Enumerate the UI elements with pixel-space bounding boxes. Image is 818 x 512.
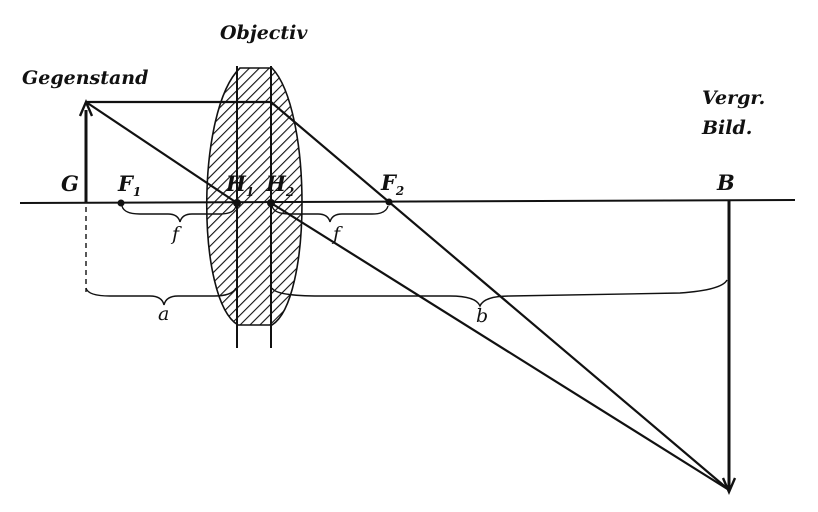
principal-point-1-dot (233, 199, 241, 207)
focal-point-1-dot (117, 199, 125, 207)
optical-axis (19, 199, 796, 204)
principal-point-2-dot (267, 199, 275, 207)
image-label-line2: Bild. (701, 117, 752, 139)
focal-point-2-label: F2 (380, 170, 404, 198)
focal-length-right-brace (271, 205, 389, 223)
focal-length-left-label: f (170, 223, 182, 245)
object-distance-brace (85, 287, 237, 306)
ray-to-principal-point (85, 101, 238, 204)
focal-length-left-brace (121, 205, 237, 223)
image-distance-brace (271, 279, 728, 308)
image-point-label: B (716, 170, 735, 195)
object-point-label: G (61, 171, 79, 196)
focal-point-2-dot (385, 198, 393, 206)
object-label: Gegenstand (22, 67, 148, 89)
principal-point-2-label: H2 (265, 171, 294, 199)
image-label-line1: Vergr. (702, 87, 765, 109)
ray-from-principal-point (270, 202, 730, 491)
objective-label: Objectiv (220, 22, 308, 44)
focal-length-right-label: f (331, 223, 343, 245)
image-arrowhead (721, 477, 737, 496)
focal-point-1-label: F1 (117, 171, 141, 199)
principal-point-1-label: H1 (225, 171, 254, 199)
object-distance-label: a (158, 303, 169, 325)
image-distance-label: b (476, 305, 488, 327)
